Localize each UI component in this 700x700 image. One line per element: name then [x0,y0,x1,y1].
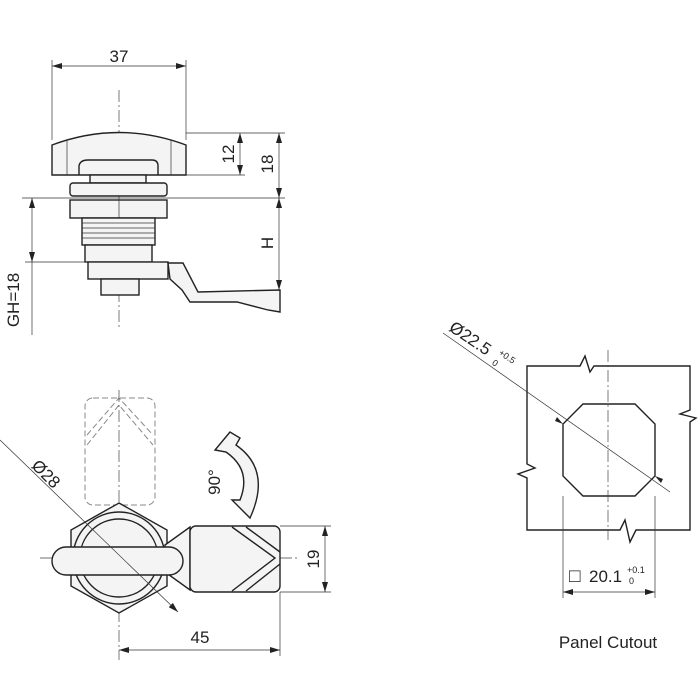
cam-lever [167,262,281,313]
knob-height-dim-label: 12 [219,145,238,164]
cutout-hole [562,403,656,497]
cutout-diameter-label: Ø22.5 +0.5 0 [446,318,518,369]
screw-nut [100,278,140,296]
panel-cutout: Ø22.5 +0.5 0 □ 20.1 +0.1 0 Panel Cutout [442,318,698,652]
total-height-dim-label: 18 [258,155,277,174]
thread [81,217,156,246]
rotated-lever-ghost [84,397,156,506]
rotation-angle-label: 90° [205,469,224,495]
grip-dim-label: GH=18 [4,273,23,327]
rotation-arrow-icon [213,431,260,520]
square-dim-label: 20.1 [589,567,622,586]
width-dim-label: 37 [110,47,129,66]
collar [69,182,168,197]
length-dim-label: 45 [191,628,210,647]
diameter-28-label: Ø28 [28,456,64,492]
front-view: Ø28 90° 19 45 [0,390,331,660]
lever-width-dim-label: 19 [304,550,323,569]
knob-handle-front [51,546,184,576]
svg-text:Ø22.5: Ø22.5 [446,318,495,360]
square-symbol: □ [569,566,581,587]
hex-nut [69,199,168,219]
panel-cutout-title: Panel Cutout [559,633,658,652]
h-dim-label: H [258,237,277,249]
knob-recess [78,159,159,175]
svg-text:+0.5: +0.5 [497,347,517,365]
cam-lever-front [189,525,281,593]
cam-base [87,261,169,280]
side-view: 37 12 18 H GH=18 [4,47,285,335]
panel-outline [516,354,698,545]
knob [51,131,187,176]
square-tol-lower: 0 [629,576,634,586]
square-tol-upper: +0.1 [627,565,645,575]
svg-text:0: 0 [490,357,500,368]
